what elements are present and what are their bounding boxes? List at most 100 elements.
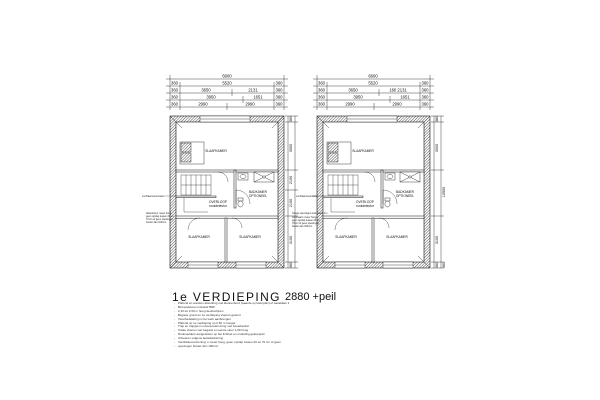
- vdim-l2: 3000: [289, 144, 293, 152]
- note-item: Rookmelders aangesloten op het lichtnet …: [172, 332, 342, 337]
- note-item: Trap en trapgat in overeenstemming met b…: [172, 325, 342, 330]
- dim-b1-right: 360: [318, 81, 326, 86]
- dim-c2: 3650: [201, 88, 211, 93]
- annotation-vent-right: hoogte openingen minimaal 2.1m: [292, 212, 327, 215]
- vdim-r5: 360: [435, 262, 439, 268]
- dimension-chain-top-right: [313, 75, 434, 110]
- dim-e1: 360: [171, 102, 179, 107]
- note-item: Begane grond en 1e verdieping vloeren ge…: [172, 313, 342, 318]
- room-label-bedroom-bl: SLAAPKAMER: [188, 235, 210, 239]
- vdim-l5: 3100: [289, 236, 293, 244]
- dim-e1-right: 360: [318, 102, 326, 107]
- toilet-icon: [237, 197, 244, 208]
- vdim-l3: 2100: [289, 176, 293, 184]
- washbasin-icon: [237, 172, 249, 181]
- annotation-railing-left-4: breder dan 100mm: [146, 221, 166, 224]
- vdim-r6: 360: [442, 262, 446, 268]
- annotation-railing-left-1: Afwerking 1 meter hoog: [146, 212, 172, 215]
- annotation-railing-right-2: geen opstap tussen 20 en: [292, 219, 320, 222]
- room-label-bathroom-note-right: OPTIONEEL: [396, 194, 414, 198]
- vdim-r3: 10500: [442, 187, 446, 198]
- unit-right: 6600 360 5520 360 360 3650 160 2131 360 …: [292, 74, 446, 269]
- vdim-l1: 360: [289, 116, 293, 122]
- room-label-landing-right: OVERLOOP: [356, 200, 374, 204]
- annotation-railing-right-4: breder dan 100mm: [292, 225, 312, 228]
- dim-d3: 1651: [253, 95, 263, 100]
- unit-left: 6600 360 5520 360 360 3650 2131 360 360 …: [142, 74, 298, 269]
- note-item: Binnendeuren inclusief BRF: [172, 305, 342, 310]
- dimension-chain-vertical-left-unit: [285, 115, 298, 269]
- dim-e2-right: 2990: [345, 102, 355, 107]
- annotation-railing-right-3: 70 cm of geen openingen: [292, 222, 320, 225]
- note-item: openingen breder dan 100mm: [172, 344, 342, 349]
- room-label-landing-note-right: rookdetector: [356, 204, 375, 208]
- note-item: Plafond op 1e verdieping op 2,60 m hoogt…: [172, 321, 342, 326]
- washbasin-icon-right: [384, 172, 396, 181]
- interior-walls: [175, 169, 279, 263]
- annotation-railing-left-2: geen opstap tussen 20 en: [146, 215, 174, 218]
- dimension-chain-top: [166, 75, 288, 110]
- dim-b1: 360: [171, 81, 179, 86]
- dim-overall: 6600: [222, 74, 232, 79]
- door-swing-icon-right: [334, 171, 398, 231]
- bed-icon-right: [326, 141, 352, 165]
- vdim-r1: 380: [435, 116, 439, 122]
- room-label-bedroom-top: SLAAPKAMER: [205, 149, 227, 153]
- dim-c3-right: 160 2131: [389, 88, 407, 93]
- vdim-r2: 3000: [435, 144, 439, 152]
- note-item: Vloerbedekking in het werk aanbrengen: [172, 317, 342, 322]
- dim-d2: 3950: [206, 95, 216, 100]
- shower-icon-right: [399, 171, 421, 183]
- dim-d1: 360: [171, 95, 179, 100]
- vdim-l6: 360: [289, 262, 293, 268]
- dim-b2: 5520: [222, 81, 232, 86]
- room-label-bedroom-top-right: SLAAPKAMER: [352, 149, 374, 153]
- annotation-railing-left-3: 70 cm of geen openingen: [146, 218, 174, 221]
- stair-icon: [180, 174, 212, 213]
- room-label-bathroom-note: OPTIONEEL: [249, 194, 267, 198]
- annotation-vent-left: Luchtaanvoerrooster: [142, 195, 164, 198]
- room-label-bathroom-right: BADKAMER: [396, 190, 415, 194]
- stair-icon-right: [327, 174, 359, 213]
- notes-list: Plafond en wanden afwerking met kleurenb…: [172, 301, 342, 349]
- dim-e3: 2990: [245, 102, 255, 107]
- dim-d4: 360: [276, 95, 284, 100]
- room-label-bathroom: BADKAMER: [249, 190, 268, 194]
- dim-d3-right: 1651: [400, 95, 410, 100]
- dim-d1-right: 360: [318, 95, 326, 100]
- dim-e4-right: 360: [422, 102, 430, 107]
- window-bottom: [187, 115, 267, 269]
- interior-walls-right: [322, 169, 425, 263]
- dim-d2-right: 3950: [353, 95, 363, 100]
- note-item: Plafond en wanden afwerking met kleurenb…: [172, 301, 342, 306]
- dim-d4-right: 360: [422, 95, 430, 100]
- dim-c1-right: 360: [318, 88, 326, 93]
- note-item: Uitvoeren volgens bestektekening: [172, 336, 342, 341]
- dim-c1: 360: [171, 88, 179, 93]
- level-label: 2880 +peil: [285, 291, 337, 303]
- room-label-landing-note: rookdetector: [209, 204, 228, 208]
- room-label-bedroom-bl-right: SLAAPKAMER: [335, 235, 357, 239]
- dim-c2-right: 3650: [348, 88, 358, 93]
- dim-e2: 2990: [198, 102, 208, 107]
- annotation-vent-middle: Luchtaanvoerrooster: [296, 195, 318, 198]
- note-item: Totale vloeren van begane en eerste vloe…: [172, 328, 342, 333]
- dim-e4: 360: [276, 102, 284, 107]
- room-label-landing: OVERLOOP: [209, 200, 227, 204]
- note-item: 2,10 tot 2,60 m hoog deurkozijnen: [172, 309, 342, 314]
- dim-c3: 2131: [248, 88, 258, 93]
- dim-c4: 360: [276, 88, 284, 93]
- dim-b3: 360: [276, 81, 284, 86]
- door-swing-icon: [187, 171, 251, 231]
- vdim-l4: 2100: [289, 199, 293, 207]
- dimension-chain-vertical-right-unit: [431, 115, 444, 269]
- shower-icon: [253, 171, 275, 183]
- dim-c4-right: 360: [422, 88, 430, 93]
- window-bottom-right: [334, 115, 414, 269]
- room-label-bedroom-br: SLAAPKAMER: [239, 235, 261, 239]
- dim-overall-right: 6600: [368, 74, 378, 79]
- room-label-bedroom-br-right: SLAAPKAMER: [386, 235, 408, 239]
- note-item: Ventilatievoorziening: 1 meter hoog, gee…: [172, 340, 342, 345]
- dim-b2-right: 5520: [368, 81, 378, 86]
- toilet-icon-right: [384, 197, 391, 208]
